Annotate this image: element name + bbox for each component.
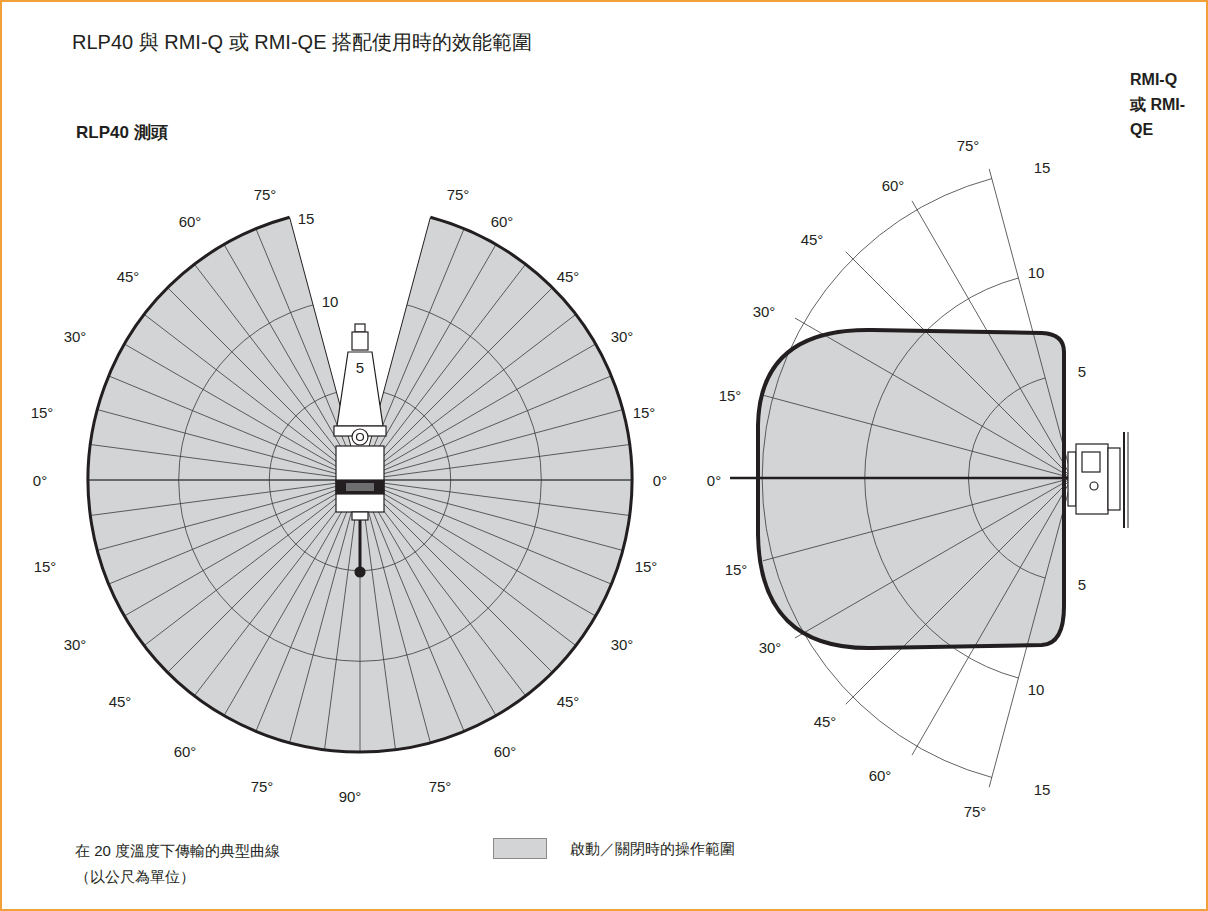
legend-text: 啟動／關閉時的操作範圍 (570, 840, 735, 858)
angle-label: 30° (64, 328, 87, 346)
angle-label: 15° (719, 387, 742, 405)
range-ray (912, 201, 1072, 478)
range-ray (124, 344, 360, 480)
angle-label: 45° (557, 693, 580, 711)
angle-label: 60° (882, 177, 905, 195)
range-ray (763, 478, 1072, 561)
angle-label: 15° (34, 558, 57, 576)
range-label: 5 (354, 359, 366, 377)
range-ray (360, 480, 361, 752)
range-ray (360, 410, 623, 480)
range-ray (97, 480, 360, 550)
angle-label: 60° (491, 213, 514, 231)
range-ray (846, 252, 1072, 478)
range-ray (144, 480, 360, 646)
range-ray (224, 244, 360, 480)
range-ray (360, 480, 496, 716)
range-label: 15 (296, 210, 317, 228)
angle-label: 45° (109, 693, 132, 711)
rmi-range (730, 169, 1072, 787)
range-ray (360, 480, 630, 516)
angle-label: 75° (254, 186, 277, 204)
angle-label: 30° (753, 303, 776, 321)
range-ray (360, 480, 611, 584)
range-ray (360, 480, 552, 672)
range-ray (109, 376, 360, 480)
rlp40-range (88, 217, 632, 752)
probe-name: RLP40 測頭 (76, 123, 168, 143)
range-ray (168, 480, 360, 672)
range-ray (360, 314, 576, 480)
range-ray (256, 229, 360, 480)
range-label: 5 (1076, 363, 1088, 381)
angle-label: 75° (429, 778, 452, 796)
range-ray (194, 264, 360, 480)
range-ray (989, 169, 1072, 478)
range-label: 15 (1032, 781, 1053, 799)
angle-label: 45° (557, 268, 580, 286)
angle-label: 0° (653, 472, 667, 490)
range-ray (224, 480, 360, 716)
range-ray (90, 445, 360, 481)
angle-label: 0° (707, 472, 721, 490)
angle-label: 45° (814, 713, 837, 731)
range-ray (360, 480, 464, 731)
range-label: 10 (1026, 681, 1047, 699)
angle-label: 15° (725, 561, 748, 579)
angle-label: 60° (174, 743, 197, 761)
range-ray (795, 318, 1072, 478)
angle-label: 45° (801, 231, 824, 249)
angle-label: 60° (494, 743, 517, 761)
angle-label: 75° (964, 803, 987, 821)
range-ray (90, 480, 360, 516)
range-ray (912, 478, 1072, 755)
angle-label: 30° (611, 328, 634, 346)
angle-label: 75° (957, 137, 980, 155)
range-ray (360, 288, 552, 480)
note-text: 在 20 度溫度下傳輸的典型曲線 （以公尺為單位） (75, 838, 297, 889)
range-ray (360, 229, 464, 480)
angle-label: 0° (33, 472, 47, 490)
angle-label: 30° (759, 639, 782, 657)
range-ray (846, 478, 1072, 704)
angle-label: 30° (64, 636, 87, 654)
angle-label: 60° (179, 213, 202, 231)
rmi-receiver (1068, 432, 1128, 528)
legend-swatch (493, 838, 547, 859)
range-ray (360, 480, 596, 616)
angle-label: 15° (31, 404, 54, 422)
range-ray (360, 480, 623, 550)
angle-label: 75° (251, 778, 274, 796)
angle-label: 15° (633, 404, 656, 422)
angle-label: 60° (869, 767, 892, 785)
range-ray (360, 445, 630, 481)
range-ray (124, 480, 360, 616)
range-ray (290, 480, 360, 743)
range-ray (256, 480, 360, 731)
range-label: 5 (1076, 576, 1088, 594)
range-ray (360, 244, 496, 480)
range-ray (168, 288, 360, 480)
range-ray (109, 480, 360, 584)
angle-label: 45° (117, 268, 140, 286)
range-label: 10 (1026, 264, 1047, 282)
range-ray (360, 344, 596, 480)
range-ray (97, 410, 360, 480)
range-ray (360, 376, 611, 480)
range-ray (795, 478, 1072, 638)
title-text: RLP40 與 RMI-Q 或 RMI-QE 搭配使用時的效能範圍 (72, 30, 532, 54)
range-ray (763, 395, 1072, 478)
range-label: 15 (1032, 159, 1053, 177)
range-label: 10 (320, 293, 341, 311)
angle-label: 30° (611, 636, 634, 654)
angle-label: 90° (339, 788, 362, 806)
range-ray (360, 480, 526, 696)
range-ray (360, 480, 430, 743)
rlp40-probe (334, 324, 386, 577)
angle-label: 75° (447, 186, 470, 204)
receiver-name: RMI-Q 或 RMI-QE (1130, 68, 1196, 142)
angle-label: 15° (635, 558, 658, 576)
